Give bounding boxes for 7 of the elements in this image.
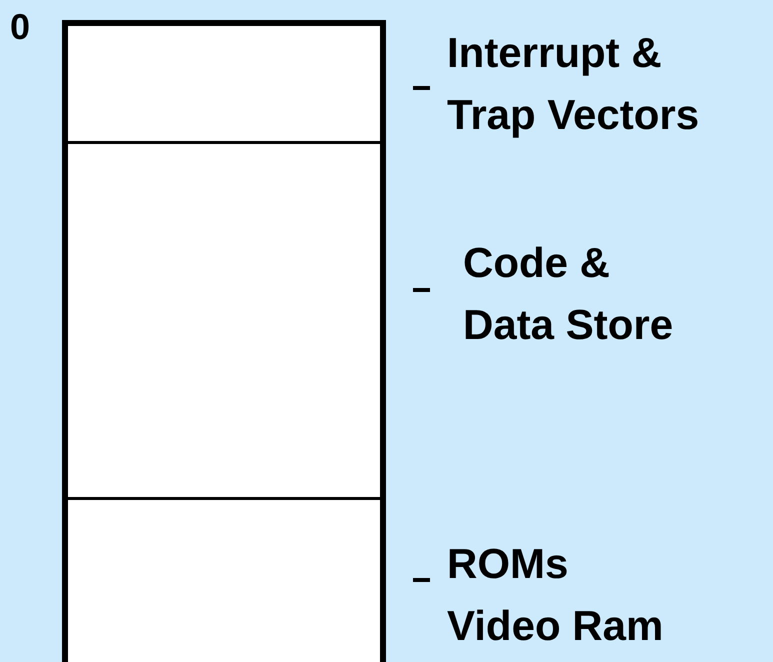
region-label: ROMs Video Ram (447, 539, 664, 651)
memory-region (62, 497, 386, 662)
address-label: 0 (10, 6, 30, 48)
memory-region (62, 20, 386, 144)
memory-region (62, 141, 386, 500)
region-label: Code & Data Store (463, 238, 674, 350)
region-label: Interrupt & Trap Vectors (447, 28, 700, 140)
